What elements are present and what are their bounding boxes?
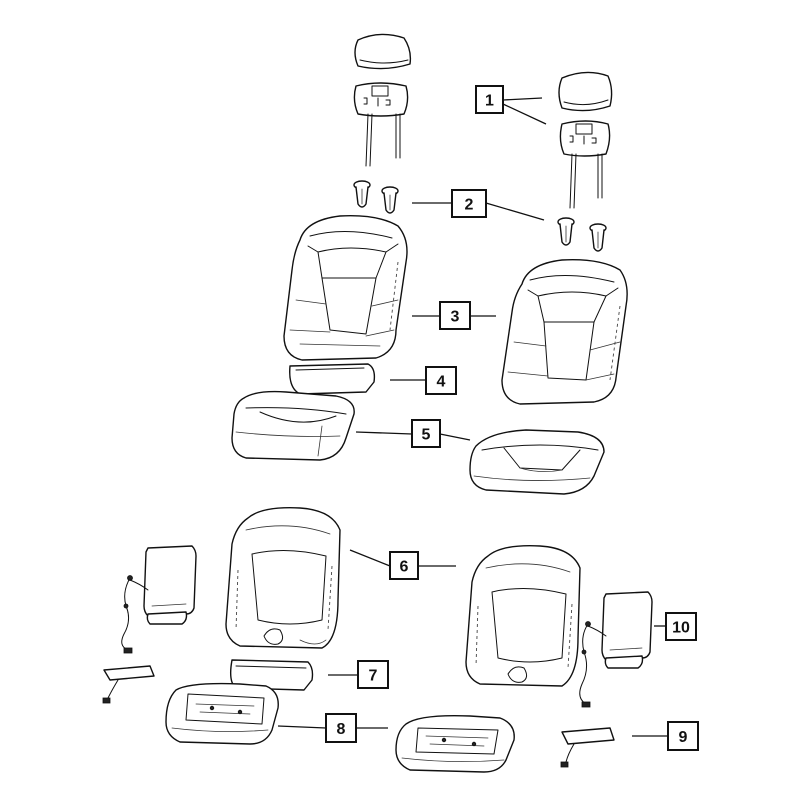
left-side-panel: [143, 545, 197, 625]
callout-2-label: 2: [465, 197, 474, 214]
left-cushion-cover: [231, 390, 355, 461]
callout-7-label: 7: [369, 668, 378, 685]
callout-4-label: 4: [437, 374, 446, 391]
callout-5: 5: [411, 419, 441, 448]
callout-9-label: 9: [679, 729, 688, 746]
left-wiring-harness: [121, 575, 149, 654]
leader-lines: [277, 97, 668, 737]
callout-1-label: 1: [485, 93, 494, 110]
callout-2: 2: [451, 189, 487, 218]
callout-4: 4: [425, 366, 457, 395]
right-heater-pad: [560, 727, 615, 768]
right-cushion-cover: [469, 429, 605, 495]
callout-10-label: 10: [672, 620, 690, 637]
left-seatback-cover: [283, 215, 408, 361]
left-cushion-frame: [165, 682, 279, 745]
callout-6: 6: [389, 551, 419, 580]
callout-5-label: 5: [422, 427, 431, 444]
callout-10: 10: [665, 612, 697, 641]
callout-7: 7: [357, 660, 389, 689]
callout-1: 1: [475, 85, 504, 114]
callout-3: 3: [439, 301, 471, 330]
right-cushion-frame: [395, 715, 515, 773]
right-seatback-frame: [465, 545, 581, 687]
left-seatback-frame: [225, 507, 341, 649]
left-cushion-front-pad: [289, 363, 376, 395]
left-heater-pad: [102, 665, 155, 704]
right-headrest-guides: [557, 217, 607, 252]
left-headrest-guides: [353, 180, 399, 214]
right-side-panel: [601, 591, 653, 669]
right-wiring-harness: [579, 621, 607, 708]
callout-6-label: 6: [400, 559, 409, 576]
left-headrest: [353, 33, 412, 167]
callout-8-label: 8: [337, 721, 346, 738]
callout-3-label: 3: [451, 309, 460, 326]
right-seatback-cover: [501, 259, 628, 405]
left-cushion-insert: [229, 659, 314, 691]
right-headrest: [558, 71, 613, 209]
callout-8: 8: [325, 713, 357, 743]
callout-9: 9: [667, 721, 699, 751]
